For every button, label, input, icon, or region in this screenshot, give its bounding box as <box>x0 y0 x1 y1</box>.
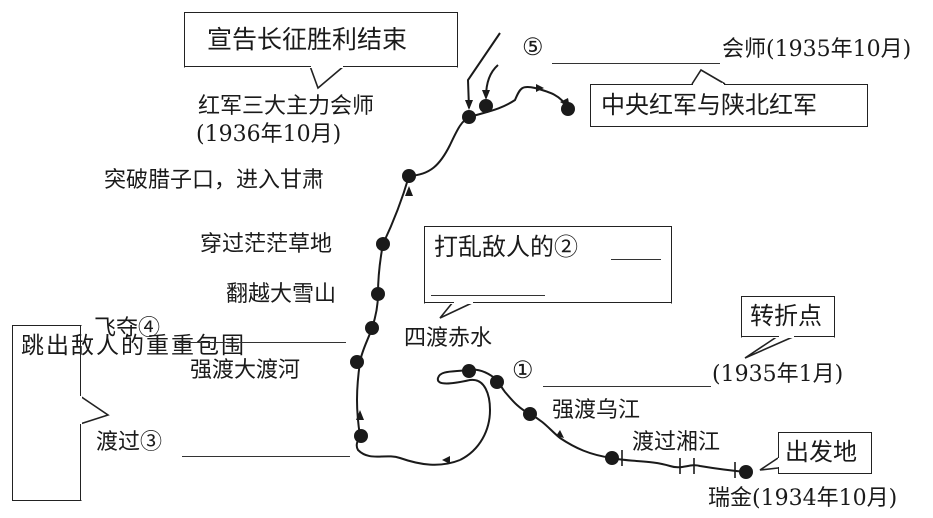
arrowhead <box>465 100 473 110</box>
arrowhead <box>405 186 413 196</box>
callout-pointer-start <box>759 457 779 471</box>
arrow-line-left <box>466 32 501 109</box>
arrowhead <box>482 90 490 100</box>
stop-dot-huining <box>479 99 493 113</box>
stop-dot-three-armies <box>462 110 476 124</box>
stop-dot-chishui <box>462 364 476 378</box>
label-xiangjiang: 渡过湘江 <box>632 430 721 455</box>
answer-blank-2b[interactable] <box>431 295 545 296</box>
stop-dot-xiangjiang <box>605 451 619 465</box>
callout-pointer-disrupt <box>439 301 475 319</box>
label-grassland: 穿过茫茫草地 <box>200 232 333 257</box>
label-dadu-river: 强渡大渡河 <box>190 358 301 383</box>
label-lazikou: 突破腊子口，进入甘肃 <box>104 168 325 193</box>
answer-blank-3[interactable] <box>182 456 350 457</box>
callout-start: 出发地 <box>778 432 872 474</box>
route-segment-southwest <box>355 435 461 466</box>
callout-victory: 宣告长征胜利结束 <box>184 12 458 68</box>
label-wujiang: 强渡乌江 <box>552 398 641 423</box>
arrowhead <box>556 430 564 438</box>
callout-pointer-turning <box>744 335 796 359</box>
callout-shaanbei: 中央红军与陕北红军 <box>590 84 868 127</box>
arrowhead <box>356 410 364 420</box>
answer-blank-1[interactable] <box>543 386 711 387</box>
stop-dot-lazikou <box>402 169 416 183</box>
callout-pointer-breakout <box>79 395 110 425</box>
callout-start-text: 出发地 <box>785 438 857 466</box>
callout-shaanbei-text: 中央红军与陕北红军 <box>601 91 817 119</box>
route-segment-start <box>611 457 747 473</box>
label-blank-5-marker: ⑤ <box>522 33 544 61</box>
label-three-armies: 红军三大主力会师 <box>198 94 375 119</box>
arrowhead <box>536 84 544 92</box>
stop-dot-zunyi <box>490 375 504 389</box>
label-three-armies-date: (1936年10月) <box>196 122 342 147</box>
callout-pointer-victory <box>309 65 345 90</box>
route-segment-chishui-loop <box>436 368 498 461</box>
answer-blank-2a[interactable] <box>611 259 661 260</box>
label-snow-mountain: 翻越大雪山 <box>226 282 337 307</box>
stop-dot-wuqi <box>561 102 575 116</box>
arrowhead <box>442 456 450 464</box>
label-blank-1-date: (1935年1月) <box>712 362 844 387</box>
label-blank-3: 渡过③ <box>96 430 163 455</box>
label-ruijin: 瑞金(1934年10月) <box>708 486 898 511</box>
stop-dot-crossing3 <box>354 429 368 443</box>
answer-blank-5[interactable] <box>552 63 720 64</box>
callout-victory-text: 宣告长征胜利结束 <box>207 25 408 54</box>
callout-breakout: 跳出敌人的重重包围 <box>12 325 246 501</box>
stop-dot-ruijin <box>739 465 753 479</box>
label-blank-4: 飞夺④ <box>94 316 161 341</box>
callout-turning-point: 转折点 <box>741 296 835 338</box>
route-segment-lazikou <box>382 175 410 245</box>
label-chishui: 四渡赤水 <box>404 326 493 351</box>
stop-dot-wujiang <box>523 407 537 421</box>
stop-dot-grassland <box>376 237 390 251</box>
label-blank-1-marker: ① <box>512 356 534 384</box>
stop-dot-snow <box>371 287 385 301</box>
answer-blank-4[interactable] <box>178 342 346 343</box>
callout-disrupt-text: 打乱敌人的② <box>434 233 578 261</box>
label-blank-5-suffix: 会师(1935年10月) <box>722 37 912 62</box>
route-segment-grassland <box>377 243 384 295</box>
callout-disrupt: 打乱敌人的② <box>424 226 672 304</box>
route-segment-wujiang <box>529 413 613 459</box>
callout-pointer-shaanbei <box>691 68 726 85</box>
stop-dot-dadu <box>350 355 364 369</box>
callout-turning-text: 转折点 <box>750 302 822 330</box>
stop-dot-luding <box>365 321 379 335</box>
callout-breakout-text: 跳出敌人的重重包围 <box>21 333 246 359</box>
